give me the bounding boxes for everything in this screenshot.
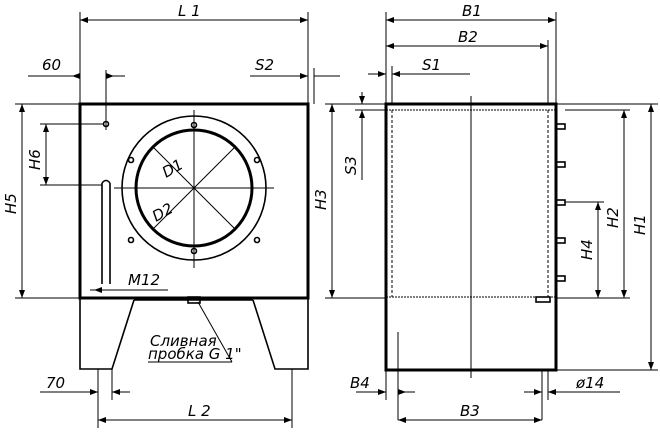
label-dia14: ø14 xyxy=(575,374,604,392)
label-S3: S3 xyxy=(342,156,360,175)
label-B4: B4 xyxy=(350,374,370,392)
label-M12: M12 xyxy=(128,271,160,289)
front-view xyxy=(15,70,310,370)
front-dimensions: L 1 60 S2 H5 H6 M12 D1 D2 70 xyxy=(2,2,340,428)
label-S2: S2 xyxy=(255,56,274,74)
label-D1: D1 xyxy=(159,155,186,181)
label-70: 70 xyxy=(46,374,65,392)
label-H1: H1 xyxy=(631,214,649,235)
label-H6: H6 xyxy=(26,149,44,170)
label-H5: H5 xyxy=(2,193,20,214)
label-H4: H4 xyxy=(578,239,596,260)
label-L1: L 1 xyxy=(178,2,201,20)
label-H2: H2 xyxy=(604,207,622,228)
threaded-stud xyxy=(101,179,111,284)
label-D2: D2 xyxy=(149,199,176,225)
side-dimensions: B1 B2 S1 S3 H3 H1 H2 xyxy=(312,2,658,423)
label-S1: S1 xyxy=(422,56,441,74)
label-H3: H3 xyxy=(312,189,330,210)
label-L2: L 2 xyxy=(188,402,211,420)
front-body-outline xyxy=(78,102,310,300)
drain-plug xyxy=(187,296,201,304)
label-B2: B2 xyxy=(458,28,478,46)
label-B1: B1 xyxy=(462,2,482,20)
drain-label-line2: пробка G 1" xyxy=(148,345,242,363)
side-view xyxy=(384,96,566,420)
label-B3: B3 xyxy=(460,402,480,420)
label-60: 60 xyxy=(42,56,61,74)
drain-label-line1: Сливная xyxy=(150,332,217,350)
